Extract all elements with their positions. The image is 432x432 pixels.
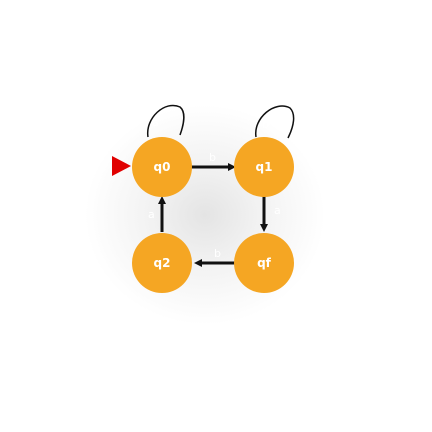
self-loop-q0 <box>147 104 185 138</box>
initial-state-arrow <box>112 156 131 176</box>
edge-q1-qf-label: a <box>274 204 281 217</box>
state-q1[interactable]: q1 <box>234 137 294 197</box>
edge-qf-q2-label: b <box>214 247 221 260</box>
state-qf-label: qf <box>257 256 272 270</box>
state-q1-label: q1 <box>256 160 273 174</box>
state-q0-label: q0 <box>154 160 171 174</box>
self-loop-q1-label: b <box>262 118 269 131</box>
state-q2-label: q2 <box>154 256 171 270</box>
state-qf[interactable]: qf <box>234 233 294 293</box>
self-loop-q1 <box>255 105 295 139</box>
self-loop-q0-label: a <box>152 116 159 129</box>
state-q2[interactable]: q2 <box>132 233 192 293</box>
edge-q2-q0-label: a <box>148 208 155 221</box>
state-q0[interactable]: q0 <box>132 137 192 197</box>
edge-q0-q1-label: b <box>209 151 216 164</box>
